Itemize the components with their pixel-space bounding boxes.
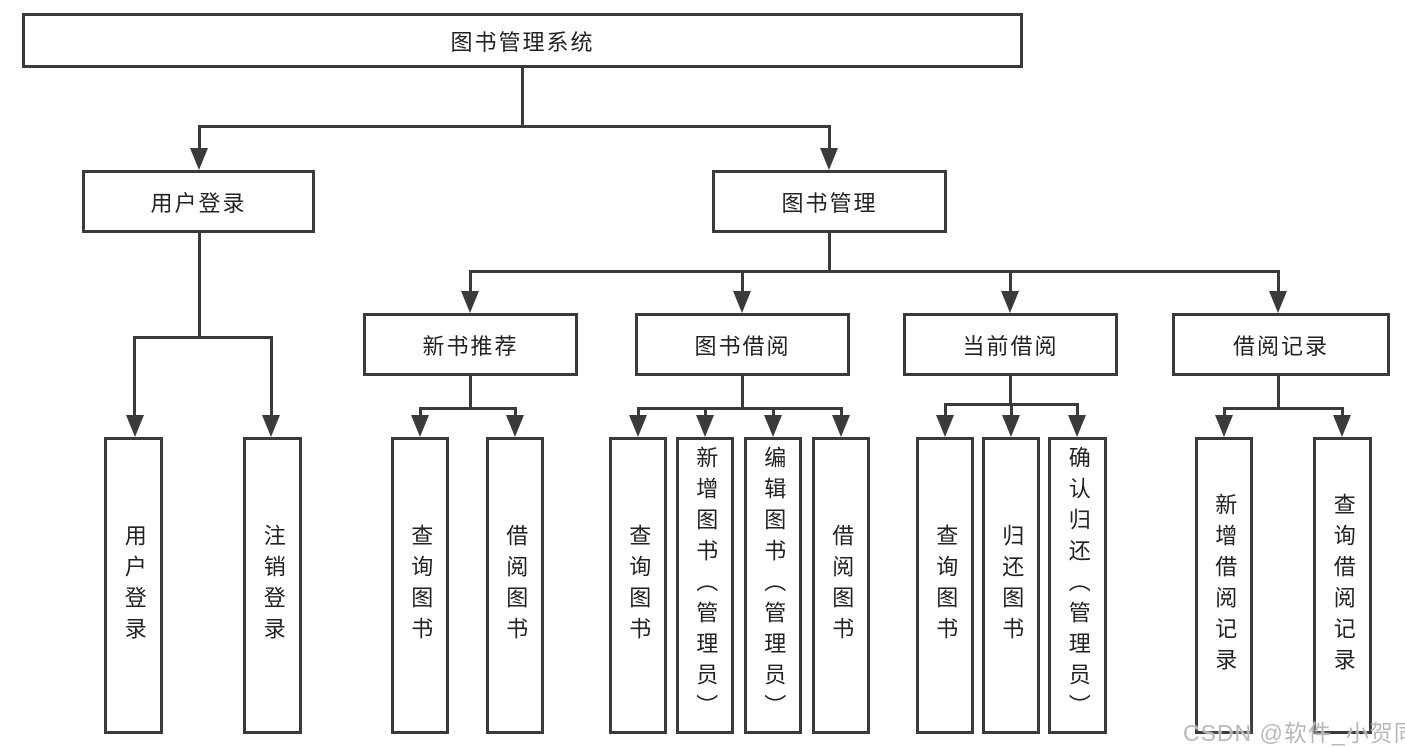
connector-drop-line [827,125,831,148]
connector-drop-line [1075,403,1079,415]
connector-drop-line [1008,270,1012,291]
leaf-add-books-admin: 新增图书（管理员） [676,437,734,734]
leaf-logout-label: 注销登录 [260,523,286,648]
connector-drop-line [133,336,136,415]
connector-borrow-records-stem [1276,376,1280,410]
leaf-user-login-label: 用户登录 [121,523,147,648]
arrow-down-icon [411,415,429,437]
arrow-down-icon [1215,415,1233,437]
leaf-borrow-books: 借阅图书 [812,437,870,734]
connector-drop-line [636,407,640,415]
leaf-add-borrow-record: 新增借阅记录 [1195,437,1253,734]
connector-drop-line [197,125,201,148]
node-root-label: 图书管理系统 [450,29,595,55]
connector-drop-line [513,407,517,415]
arrow-down-icon [190,148,208,170]
leaf-add-borrow-record-label: 新增借阅记录 [1212,492,1238,679]
connector-drop-line [418,407,422,415]
csdn-watermark: CSDN @软件_小贺同学 [1183,720,1405,746]
leaf-query-books-borrow: 查询图书 [609,437,667,734]
node-book-management-label: 图书管理 [781,190,878,216]
connector-drop-line [468,270,472,291]
connector-new-book-bar [418,407,517,410]
connector-drop-line [703,407,707,415]
node-user-login: 用户登录 [82,170,315,233]
node-new-book-recommend-label: 新书推荐 [422,333,519,359]
connector-current-borrow-stem [1008,376,1012,406]
leaf-query-books-borrow-label: 查询图书 [626,523,652,648]
connector-root-stem [520,68,524,128]
arrow-down-icon [1068,415,1086,437]
leaf-borrow-books-newbook: 借阅图书 [486,437,544,734]
arrow-down-icon [936,415,954,437]
arrow-down-icon [1269,291,1287,313]
arrow-down-icon [832,415,850,437]
connector-drop-line [1009,403,1013,415]
leaf-borrow-books-label: 借阅图书 [829,523,855,648]
arrow-down-icon [125,415,144,437]
leaf-confirm-return-admin: 确认归还（管理员） [1048,437,1107,734]
connector-book-mgmt-bar [468,270,1280,273]
leaf-return-books: 归还图书 [982,437,1040,734]
leaf-query-borrow-record-label: 查询借阅记录 [1330,492,1356,679]
connector-new-book-stem [468,376,472,410]
connector-borrow-records-bar [1222,407,1344,410]
connector-drop-line [269,336,273,415]
arrow-down-icon [764,415,782,437]
connector-book-borrow-bar [636,407,843,410]
arrow-down-icon [506,415,524,437]
connector-book-mgmt-stem [827,233,831,273]
leaf-add-books-admin-label: 新增图书（管理员） [693,446,719,725]
connector-user-login-stem [197,233,201,339]
arrow-down-icon [262,415,280,437]
connector-drop-line [1340,407,1344,415]
leaf-confirm-return-admin-label: 确认归还（管理员） [1065,446,1091,725]
arrow-down-icon [1001,291,1019,313]
arrow-down-icon [461,291,479,313]
connector-root-bar [197,125,831,128]
arrow-down-icon [1333,415,1351,437]
node-current-borrow: 当前借阅 [903,313,1118,376]
leaf-query-borrow-record: 查询借阅记录 [1313,437,1372,734]
node-new-book-recommend: 新书推荐 [363,313,578,376]
node-borrow-records: 借阅记录 [1172,313,1390,376]
connector-drop-line [1276,270,1280,291]
connector-drop-line [1222,407,1226,415]
leaf-edit-books-admin-label: 编辑图书（管理员） [761,446,787,725]
leaf-borrow-books-newbook-label: 借阅图书 [503,523,529,648]
leaf-logout: 注销登录 [243,437,302,734]
connector-drop-line [771,407,775,415]
node-current-borrow-label: 当前借阅 [962,333,1059,359]
leaf-query-books-current-label: 查询图书 [933,523,959,648]
connector-drop-line [943,403,947,415]
node-borrow-records-label: 借阅记录 [1232,333,1329,359]
arrow-down-icon [733,291,751,313]
connector-drop-line [740,270,744,291]
leaf-query-books-newbook: 查询图书 [391,437,449,734]
leaf-edit-books-admin: 编辑图书（管理员） [744,437,802,734]
node-book-borrow: 图书借阅 [635,313,850,376]
arrow-down-icon [696,415,714,437]
node-root: 图书管理系统 [22,13,1023,68]
arrow-down-icon [629,415,647,437]
connector-book-borrow-stem [740,376,744,410]
arrow-down-icon [820,148,838,170]
arrow-down-icon [1002,415,1020,437]
leaf-return-books-label: 归还图书 [999,523,1025,648]
connector-user-login-bar [133,336,272,339]
leaf-query-books-newbook-label: 查询图书 [408,523,434,648]
connector-drop-line [839,407,843,415]
leaf-query-books-current: 查询图书 [916,437,974,734]
node-user-login-label: 用户登录 [150,190,247,216]
leaf-user-login: 用户登录 [104,437,163,734]
node-book-borrow-label: 图书借阅 [694,333,791,359]
node-book-management: 图书管理 [712,170,947,233]
